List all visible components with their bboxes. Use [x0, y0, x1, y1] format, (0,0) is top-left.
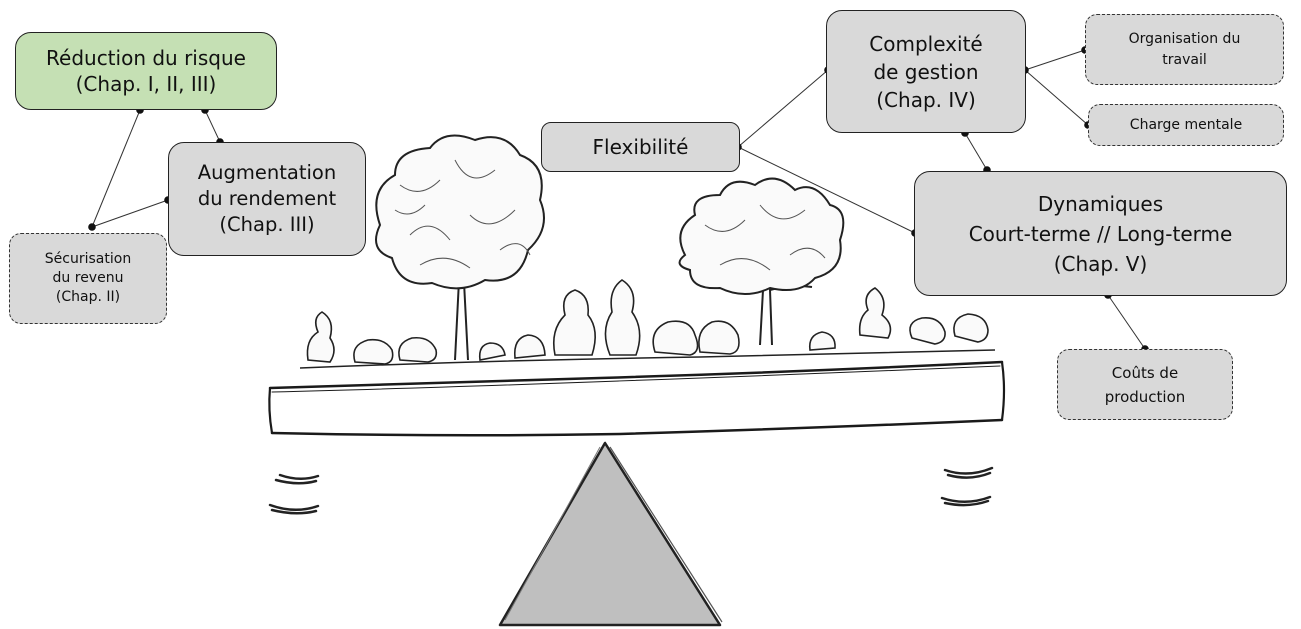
connector-complexite-charge	[1024, 69, 1089, 126]
node-complexite-gestion: Complexité de gestion (Chap. IV)	[826, 10, 1026, 133]
shrubs	[306, 279, 989, 365]
fulcrum-triangle	[498, 441, 723, 627]
connector-flexibilite-complexite	[737, 69, 829, 148]
connector-complexite-dynamiques	[964, 132, 988, 171]
connector-securisation-augmentation	[91, 199, 169, 228]
motion-marks	[268, 466, 994, 515]
left-tree	[375, 134, 545, 361]
node-securisation-revenu: Sécurisation du revenu (Chap. II)	[9, 233, 167, 324]
node-flexibilite: Flexibilité	[541, 122, 740, 172]
node-augmentation-rendement: Augmentation du rendement (Chap. III)	[168, 142, 366, 256]
node-reduction-risque: Réduction du risque (Chap. I, II, III)	[15, 32, 277, 110]
node-organisation-travail: Organisation du travail	[1085, 14, 1284, 85]
connector-complexite-organisation	[1024, 49, 1086, 71]
node-charge-mentale: Charge mentale	[1088, 104, 1284, 146]
connector-flexibilite-dynamiques	[737, 146, 916, 234]
plank	[268, 360, 1006, 437]
connector-reduction-securisation	[91, 109, 141, 228]
connectors	[91, 49, 1146, 350]
right-tree	[678, 177, 845, 346]
node-dynamiques: Dynamiques Court-terme // Long-terme (Ch…	[914, 171, 1287, 296]
ground-line	[299, 349, 996, 369]
node-couts-production: Coûts de production	[1057, 349, 1233, 420]
connector-dynamiques-couts	[1107, 294, 1146, 350]
connector-reduction-augmentation	[204, 109, 221, 143]
